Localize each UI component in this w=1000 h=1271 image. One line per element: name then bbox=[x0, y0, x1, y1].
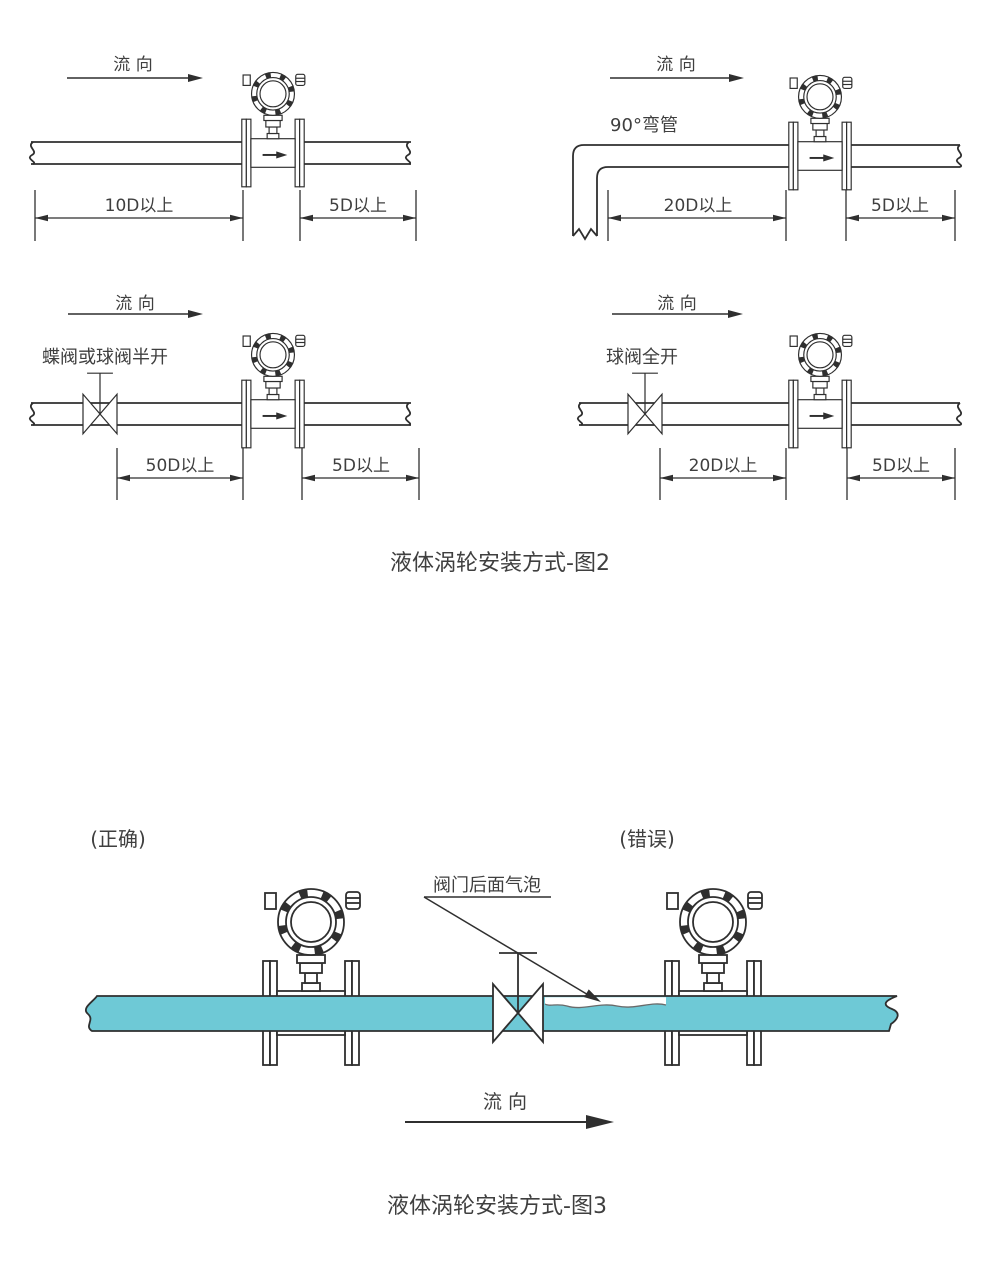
dimension-label: 20D以上 bbox=[689, 456, 758, 476]
dimension-label: 20D以上 bbox=[664, 196, 733, 216]
valve-label: 蝶阀或球阀半开 bbox=[42, 347, 168, 368]
dimension-downstream: 5D以上 bbox=[299, 190, 417, 241]
turbine-flowmeter bbox=[789, 72, 852, 189]
figure3-caption: 液体涡轮安装方式-图3 bbox=[387, 1194, 607, 1219]
annotation-label: 阀门后面气泡 bbox=[433, 875, 541, 896]
dimension-downstream: 5D以上 bbox=[846, 448, 956, 500]
turbine-flowmeter bbox=[789, 330, 852, 447]
flow-label: 流 向 bbox=[483, 1091, 527, 1113]
pipe-with-elbow bbox=[572, 144, 963, 241]
flow-direction-arrow: 流 向 bbox=[67, 55, 203, 82]
turbine-flowmeter bbox=[242, 330, 305, 447]
flow-label: 流 向 bbox=[113, 55, 152, 75]
dimension-label: 5D以上 bbox=[332, 456, 390, 476]
dimension-label: 50D以上 bbox=[146, 456, 215, 476]
dimension-downstream: 5D以上 bbox=[845, 190, 956, 241]
flow-label: 流 向 bbox=[656, 55, 695, 75]
figure2-caption: 液体涡轮安装方式-图2 bbox=[390, 551, 610, 576]
fig2-diagram-full-open-valve: 流 向 球阀全开 20D以上 5D以上 bbox=[576, 294, 963, 500]
pipe bbox=[28, 141, 412, 165]
bubble-annotation: 阀门后面气泡 bbox=[423, 875, 601, 1002]
flow-direction-arrow: 流 向 bbox=[612, 294, 743, 318]
air-bubble-gap bbox=[545, 997, 666, 1008]
dimension-label: 5D以上 bbox=[871, 196, 929, 216]
flow-label: 流 向 bbox=[115, 294, 154, 314]
turbine-flowmeter-correct bbox=[263, 884, 360, 1065]
turbine-flowmeter-wrong bbox=[665, 884, 762, 1065]
elbow-label: 90°弯管 bbox=[610, 115, 678, 136]
pipe bbox=[576, 402, 963, 426]
valve-label: 球阀全开 bbox=[606, 347, 678, 368]
flow-direction-arrow: 流 向 bbox=[405, 1091, 614, 1129]
dimension-label: 5D以上 bbox=[872, 456, 930, 476]
dimension-label: 5D以上 bbox=[329, 196, 387, 216]
fig2-diagram-straight-run: 流 向 10D以上 5D以上 bbox=[28, 55, 417, 241]
liquid-pipe bbox=[84, 995, 899, 1032]
fig2-diagram-half-open-valve: 流 向 蝶阀或球阀半开 50D以上 5D以上 bbox=[28, 294, 420, 500]
flow-label: 流 向 bbox=[657, 294, 696, 314]
flow-direction-arrow: 流 向 bbox=[610, 55, 744, 82]
liquid-surface-wave bbox=[544, 1003, 667, 1009]
correct-label: (正确) bbox=[90, 827, 146, 851]
turbine-flowmeter bbox=[242, 69, 305, 186]
flow-direction-arrow: 流 向 bbox=[68, 294, 203, 318]
dimension-upstream: 50D以上 bbox=[116, 448, 244, 500]
fig2-diagram-elbow: 流 向 90°弯管 20D以上 5D以上 bbox=[572, 55, 963, 241]
dimension-upstream: 10D以上 bbox=[34, 190, 244, 241]
fig3-diagram-liquid-filled-pipe: (正确) (错误) 阀门后面气泡 流 向 bbox=[84, 827, 899, 1129]
dimension-upstream: 20D以上 bbox=[607, 190, 787, 241]
pipe bbox=[28, 402, 412, 426]
dimension-label: 10D以上 bbox=[105, 196, 174, 216]
dimension-upstream: 20D以上 bbox=[659, 448, 787, 500]
wrong-label: (错误) bbox=[619, 827, 675, 851]
dimension-downstream: 5D以上 bbox=[301, 448, 420, 500]
